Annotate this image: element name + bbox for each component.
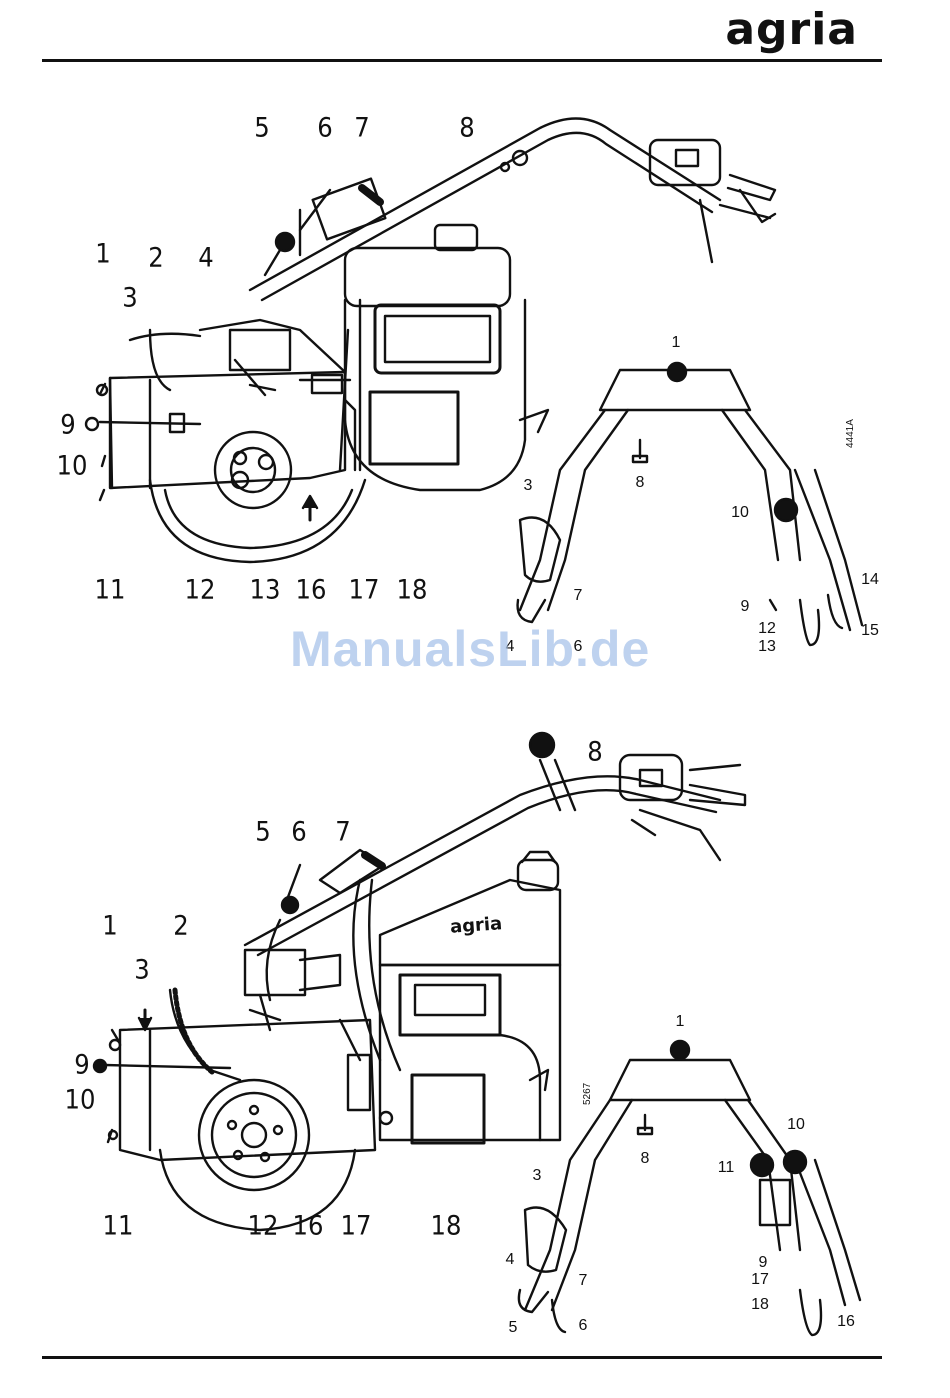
bottom-handle-label-10: 10	[787, 1117, 805, 1133]
bottom-label-16: 16	[293, 1213, 324, 1240]
bottom-handle-label-17: 17	[751, 1272, 769, 1288]
bottom-handle-label-18: 18	[751, 1297, 769, 1313]
bottom-label-10: 10	[65, 1087, 96, 1114]
bottom-label-6: 6	[291, 819, 306, 846]
bottom-label-5: 5	[255, 819, 270, 846]
bottom-handle-label-8: 8	[641, 1151, 650, 1167]
bottom-handle-label-16: 16	[837, 1314, 855, 1330]
bottom-label-1: 1	[102, 913, 117, 940]
bottom-handle-label-7: 7	[579, 1273, 588, 1289]
bottom-handle-label-9: 9	[759, 1255, 768, 1271]
bottom-handle-label-6: 6	[579, 1318, 588, 1334]
bottom-label-11: 11	[103, 1213, 134, 1240]
bottom-handle-label-5: 5	[509, 1320, 518, 1336]
bottom-handle-label-1: 1	[676, 1014, 685, 1030]
bottom-handle-label-11: 11	[718, 1160, 735, 1176]
bottom-label-8: 8	[587, 739, 602, 766]
bottom-label-2: 2	[173, 913, 188, 940]
bottom-label-9: 9	[74, 1052, 89, 1079]
bottom-label-17: 17	[341, 1213, 372, 1240]
bottom-label-12: 12	[248, 1213, 279, 1240]
tank-brand-text: agria	[449, 913, 503, 938]
bottom-figure-code: 5267	[582, 1083, 593, 1105]
bottom-label-7: 7	[335, 819, 350, 846]
bottom-label-18: 18	[431, 1213, 462, 1240]
bottom-handle-label-4: 4	[506, 1252, 515, 1268]
bottom-label-3: 3	[134, 957, 149, 984]
bottom-handle-label-3: 3	[533, 1168, 542, 1184]
